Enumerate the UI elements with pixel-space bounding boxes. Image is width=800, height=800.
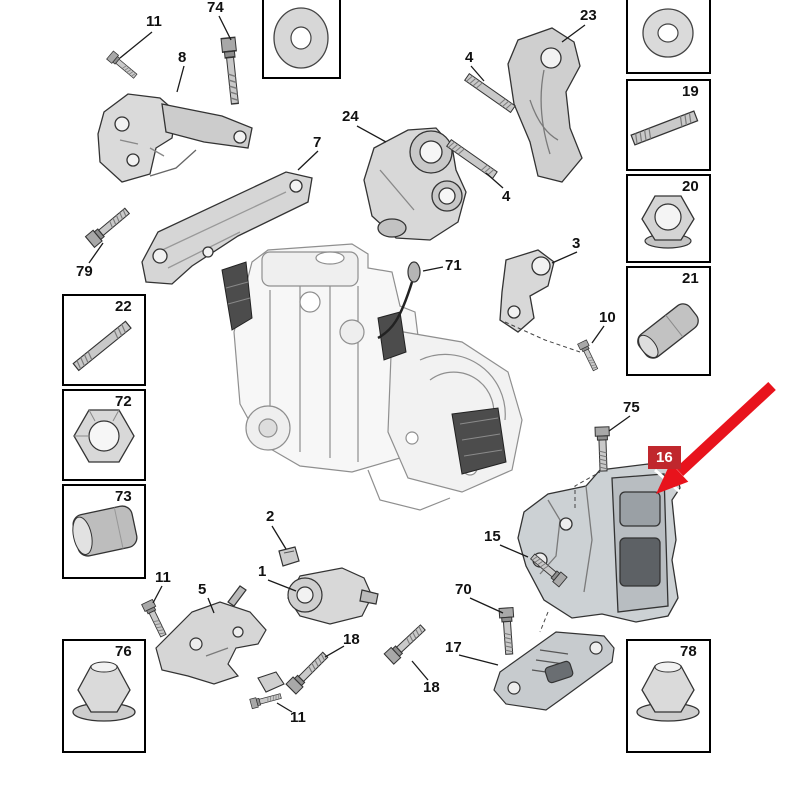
callout-70: 70 (455, 581, 472, 598)
highlight-callout-16: 16 (648, 446, 681, 469)
bolt-70 (498, 606, 517, 656)
inset-label-22: 22 (115, 298, 132, 315)
nut-20-drawing (641, 195, 695, 249)
nut-72-drawing (73, 409, 135, 463)
callout-11-mid: 11 (155, 569, 171, 586)
red-arrow (656, 382, 776, 494)
callout-8: 8 (178, 49, 187, 66)
callout-24: 24 (342, 108, 359, 125)
bolt-75 (594, 426, 612, 472)
bolt-10 (577, 339, 601, 373)
bolt-11-bottom (249, 690, 283, 710)
callout-4-upper: 4 (465, 49, 474, 66)
bolt-18-right (383, 621, 429, 665)
part-1-mount-drawing (287, 567, 379, 625)
stud-4-upper (464, 73, 516, 113)
inset-label-78: 78 (680, 643, 697, 660)
flange-nut-78-drawing (636, 661, 700, 722)
part-7-crossmember-drawing (141, 171, 313, 285)
bolt-11-mid (141, 598, 170, 639)
engine-assembly-drawing (233, 243, 523, 511)
callout-11-bottom: 11 (290, 709, 306, 726)
washer-top-right-drawing (642, 8, 694, 58)
callout-3: 3 (572, 235, 581, 252)
callout-75: 75 (623, 399, 640, 416)
inset-label-76: 76 (115, 643, 132, 660)
part-16-dashed-line (574, 471, 601, 508)
part-71-pin-drawing (377, 261, 421, 340)
callout-7: 7 (313, 134, 322, 151)
part-3-bracket-drawing (499, 249, 555, 333)
part-16-bracket-drawing (517, 463, 681, 623)
leader-lines (88, 15, 631, 713)
part-17-plate-drawing (493, 631, 615, 711)
callout-2: 2 (266, 508, 275, 525)
inset-label-72: 72 (115, 393, 132, 410)
callout-18-left: 18 (343, 631, 360, 648)
inset-box-22 (62, 294, 146, 386)
part-23-bracket-drawing (507, 27, 583, 183)
inset-label-20: 20 (682, 178, 699, 195)
part-3-dashed-line (504, 321, 581, 353)
bolt-18-left (285, 649, 331, 695)
callout-23: 23 (580, 7, 597, 24)
inset-label-19: 19 (682, 83, 699, 100)
inset-label-21: 21 (682, 270, 699, 287)
callout-18-right: 18 (423, 679, 440, 696)
flange-nut-76-drawing (72, 661, 136, 722)
callout-1: 1 (258, 563, 267, 580)
callout-71: 71 (445, 257, 462, 274)
callout-11-top: 11 (146, 13, 162, 30)
part-16-dashed-line-2 (539, 611, 549, 633)
part-2-clip-drawing (278, 546, 300, 567)
part-5-small-bracket (257, 671, 285, 693)
part-8-mount-drawing (97, 93, 253, 183)
sleeve-21-drawing (637, 303, 699, 359)
callout-5: 5 (198, 581, 207, 598)
bolt-74 (220, 36, 243, 106)
callout-79: 79 (76, 263, 93, 280)
callout-4-lower: 4 (502, 188, 511, 205)
inset-label-73: 73 (115, 488, 132, 505)
engine-dark-brackets-drawing (221, 261, 507, 475)
bushing-73-drawing (72, 505, 138, 557)
washer-top-center-drawing (273, 7, 329, 69)
callout-15: 15 (484, 528, 501, 545)
callout-17: 17 (445, 639, 462, 656)
bolt-79 (84, 204, 133, 248)
callout-10: 10 (599, 309, 616, 326)
part-24-bracket-drawing (363, 127, 467, 241)
part-5-bracket-drawing (155, 585, 267, 685)
callout-74: 74 (207, 0, 224, 16)
